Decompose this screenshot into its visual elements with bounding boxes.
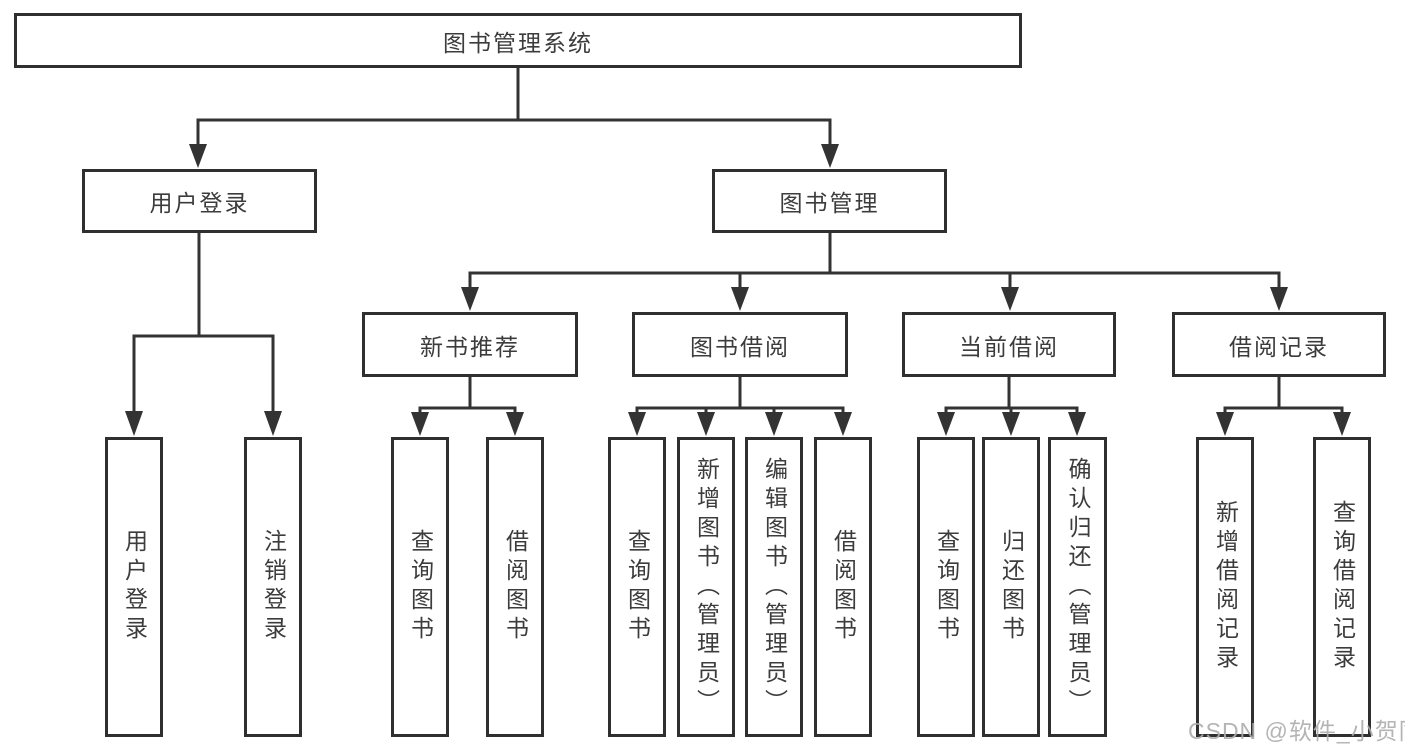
leaf-add-book-admin: 新增图书（管理员） [677,437,735,737]
leaf-return-book-label: 归还图书 [998,529,1025,645]
leaf-current-query-book-label: 查询图书 [933,529,960,645]
node-book-borrow: 图书借阅 [632,312,848,377]
node-root-label: 图书管理系统 [443,29,593,56]
node-book-management: 图书管理 [712,169,947,233]
leaf-borrow-query-book-label: 查询图书 [624,529,651,645]
leaf-edit-book-admin-label: 编辑图书（管理员） [761,456,788,718]
leaf-add-borrow-record: 新增借阅记录 [1196,437,1254,737]
node-borrow-records: 借阅记录 [1172,312,1386,377]
node-borrow-records-label: 借阅记录 [1229,333,1329,360]
leaf-recommend-query-book: 查询图书 [391,437,449,737]
leaf-confirm-return-admin: 确认归还（管理员） [1048,437,1107,737]
leaf-user-login-label: 用户登录 [121,529,148,645]
leaf-logout-label: 注销登录 [260,529,287,645]
node-new-book-recommend: 新书推荐 [362,312,578,377]
leaf-return-book: 归还图书 [982,437,1040,737]
leaf-recommend-query-book-label: 查询图书 [407,529,434,645]
node-current-borrow-label: 当前借阅 [959,333,1059,360]
node-root: 图书管理系统 [14,13,1022,68]
leaf-borrow-book: 借阅图书 [814,437,872,737]
node-user-login-label: 用户登录 [149,190,250,216]
leaf-confirm-return-admin-label: 确认归还（管理员） [1065,456,1091,718]
leaf-add-borrow-record-label: 新增借阅记录 [1212,500,1239,674]
node-new-book-recommend-label: 新书推荐 [420,333,520,360]
leaf-logout: 注销登录 [244,437,302,737]
watermark: CSDN @软件_小贺同学 [1188,718,1405,744]
leaf-recommend-borrow-book: 借阅图书 [486,437,544,737]
leaf-borrow-query-book: 查询图书 [608,437,666,737]
node-book-management-label: 图书管理 [779,190,880,216]
leaf-add-book-admin-label: 新增图书（管理员） [693,456,720,718]
leaf-borrow-book-label: 借阅图书 [830,529,857,645]
leaf-edit-book-admin: 编辑图书（管理员） [745,437,803,737]
leaf-current-query-book: 查询图书 [917,437,975,737]
leaf-user-login: 用户登录 [105,437,163,737]
leaf-query-borrow-record: 查询借阅记录 [1313,437,1371,737]
node-user-login: 用户登录 [82,169,317,233]
node-book-borrow-label: 图书借阅 [690,333,790,360]
leaf-recommend-borrow-book-label: 借阅图书 [502,529,529,645]
leaf-query-borrow-record-label: 查询借阅记录 [1329,500,1356,674]
node-current-borrow: 当前借阅 [902,312,1116,377]
